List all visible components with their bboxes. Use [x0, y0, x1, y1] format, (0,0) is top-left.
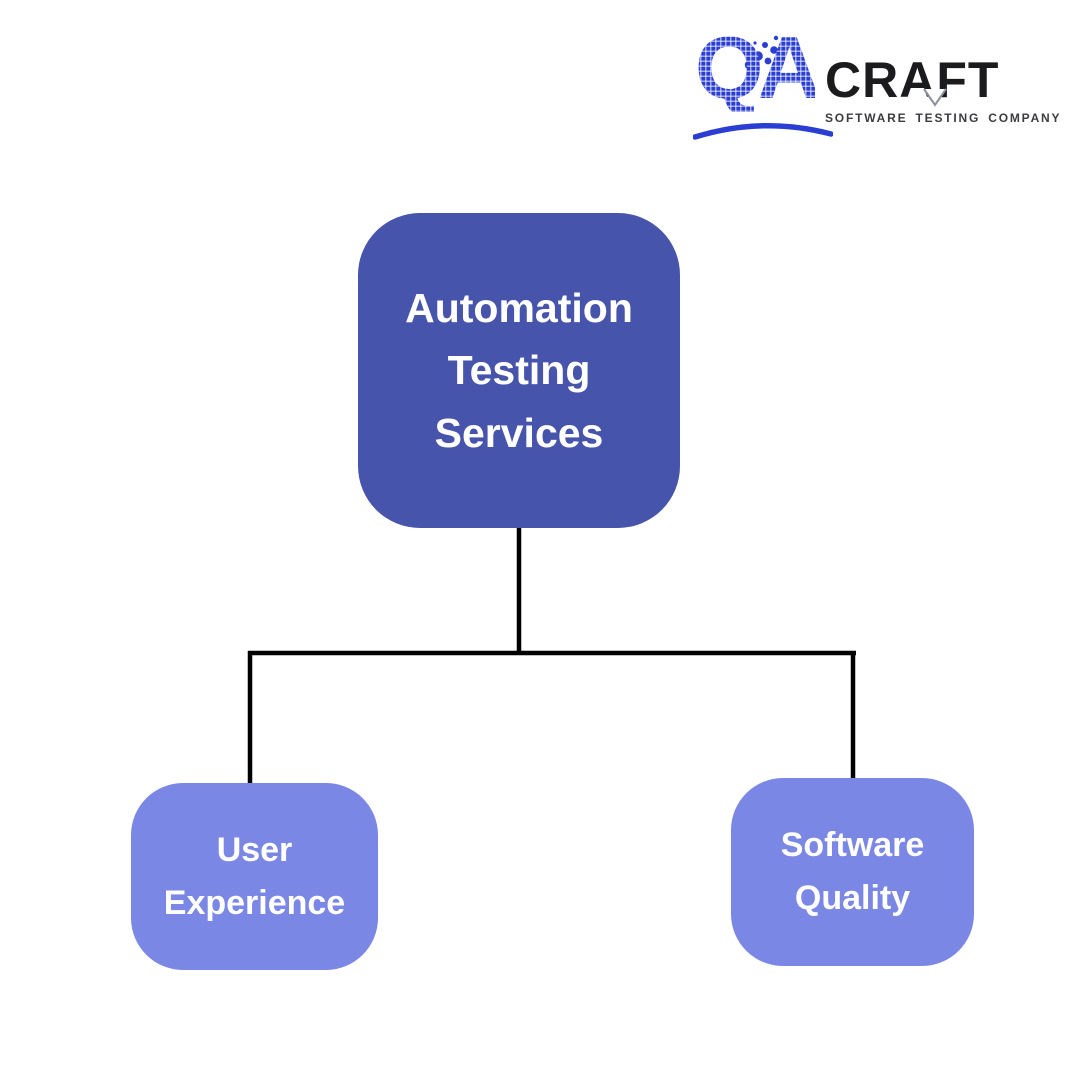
node-automation-testing-services: Automation Testing Services — [358, 213, 680, 528]
node-label-line: Testing — [447, 347, 591, 394]
qacraft-logo: QA CRAFT SOFTWARE TESTING COMPANY — [693, 24, 1060, 140]
node-label-line: Experience — [163, 883, 346, 922]
node-user-experience: User Experience — [131, 783, 378, 970]
logo-tagline: SOFTWARE TESTING COMPANY — [825, 111, 1062, 125]
qa-swoosh-arc — [693, 123, 833, 140]
node-label-line: Software — [780, 826, 925, 865]
node-label-line: Automation — [405, 285, 633, 332]
node-software-quality: Software Quality — [731, 778, 974, 966]
qa-logo-letters: QA — [695, 18, 815, 117]
node-label-line: Services — [434, 409, 604, 456]
logo-wordmark: CRAFT SOFTWARE TESTING COMPANY — [825, 38, 1061, 138]
craft-wordmark: CRAFT — [825, 52, 1000, 108]
node-label-line: User — [216, 830, 293, 869]
qa-logo-mark: QA — [693, 24, 833, 140]
node-label-line: Quality — [794, 879, 911, 917]
chevron-down-icon — [923, 88, 947, 107]
